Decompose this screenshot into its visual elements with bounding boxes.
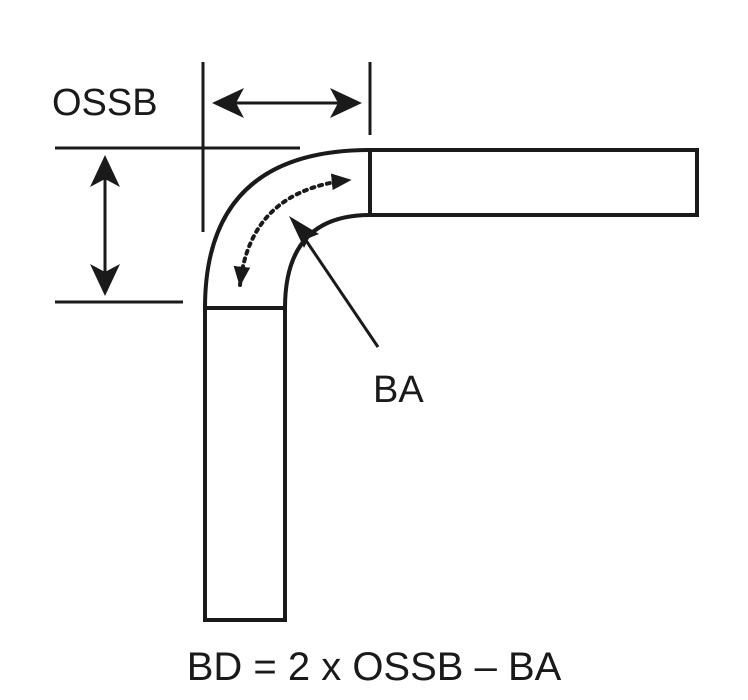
vertical-arrowhead-top	[90, 155, 120, 187]
bend-allowance-dotted-arc	[233, 173, 352, 287]
horizontal-arrowhead-right	[330, 88, 362, 118]
ba-label: BA	[373, 369, 424, 411]
horizontal-arrowhead-left	[212, 88, 244, 118]
ossb-label: OSSB	[52, 82, 158, 124]
formula-label: BD = 2 x OSSB – BA	[187, 645, 562, 689]
ba-leader-line	[301, 235, 380, 348]
vertical-arrowhead-bottom	[90, 264, 120, 296]
horizontal-leg	[368, 148, 699, 217]
ba-leader-arrowhead	[289, 216, 319, 248]
vertical-leg	[203, 306, 287, 622]
